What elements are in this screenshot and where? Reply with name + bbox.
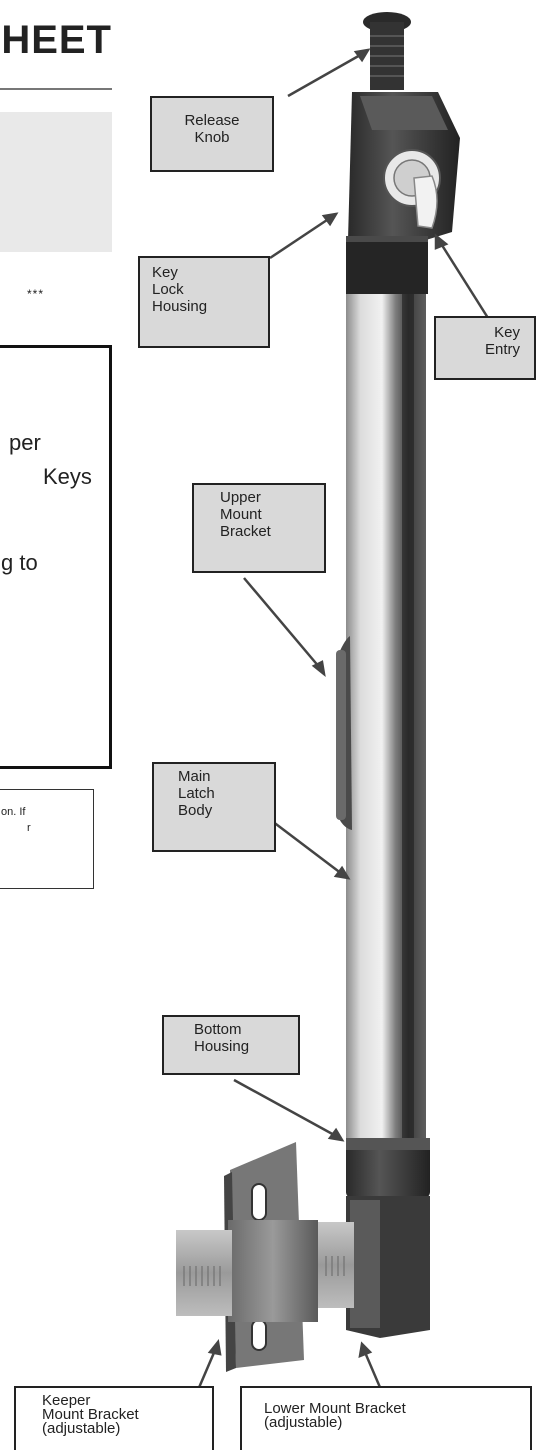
note-line: g to <box>1 550 38 575</box>
instructions-box: per Keys g to <box>0 345 112 769</box>
callout-text: Lock <box>152 281 184 298</box>
title-divider <box>0 88 112 90</box>
callout-text: Lower Mount Bracket <box>264 1400 406 1417</box>
callout-text: Housing <box>152 298 208 315</box>
callout-release-knob: Release Knob <box>150 96 274 172</box>
callout-text: Keeper <box>42 1392 91 1409</box>
callout-text: Main <box>178 768 211 785</box>
callout-text: Housing <box>194 1038 250 1055</box>
callout-text: Release <box>184 112 240 129</box>
callout-upper-mount-bracket: Upper Mount Bracket <box>192 483 326 573</box>
footnote-box: on. If r <box>0 789 94 889</box>
callout-text: Body <box>178 802 213 819</box>
header-banner <box>0 112 112 252</box>
callout-text: Knob <box>194 129 230 146</box>
callout-key-entry: Key Entry <box>434 316 536 380</box>
callout-bottom-housing: Bottom Housing <box>162 1015 300 1075</box>
callout-text: (adjustable) <box>264 1414 343 1431</box>
document-title: HEET <box>1 18 112 62</box>
note-line: Keys <box>43 464 92 489</box>
star-rating: *** <box>26 287 44 301</box>
footnote-line: on. If <box>1 806 26 818</box>
callout-text: Bracket <box>220 523 271 540</box>
callout-text: Upper <box>220 489 261 506</box>
callout-main-latch-body: Main Latch Body <box>152 762 276 852</box>
bottom-housing-shape <box>346 1138 430 1198</box>
callout-text: Key <box>494 324 520 341</box>
callout-text: Latch <box>178 785 215 802</box>
callout-lower-mount-bracket: Lower Mount Bracket (adjustable) <box>240 1386 532 1450</box>
callout-text: Key <box>152 264 178 281</box>
callout-text: Bottom <box>194 1021 242 1038</box>
note-line: per <box>9 430 41 455</box>
callout-key-lock-housing: Key Lock Housing <box>138 256 270 348</box>
callout-text: Mount Bracket <box>42 1406 139 1423</box>
footnote-line: r <box>27 822 31 834</box>
callout-keeper-mount-bracket: Keeper Mount Bracket (adjustable) <box>14 1386 214 1450</box>
callout-text: (adjustable) <box>42 1420 121 1437</box>
callout-text: Mount <box>220 506 262 523</box>
callout-text: Entry <box>484 341 520 358</box>
